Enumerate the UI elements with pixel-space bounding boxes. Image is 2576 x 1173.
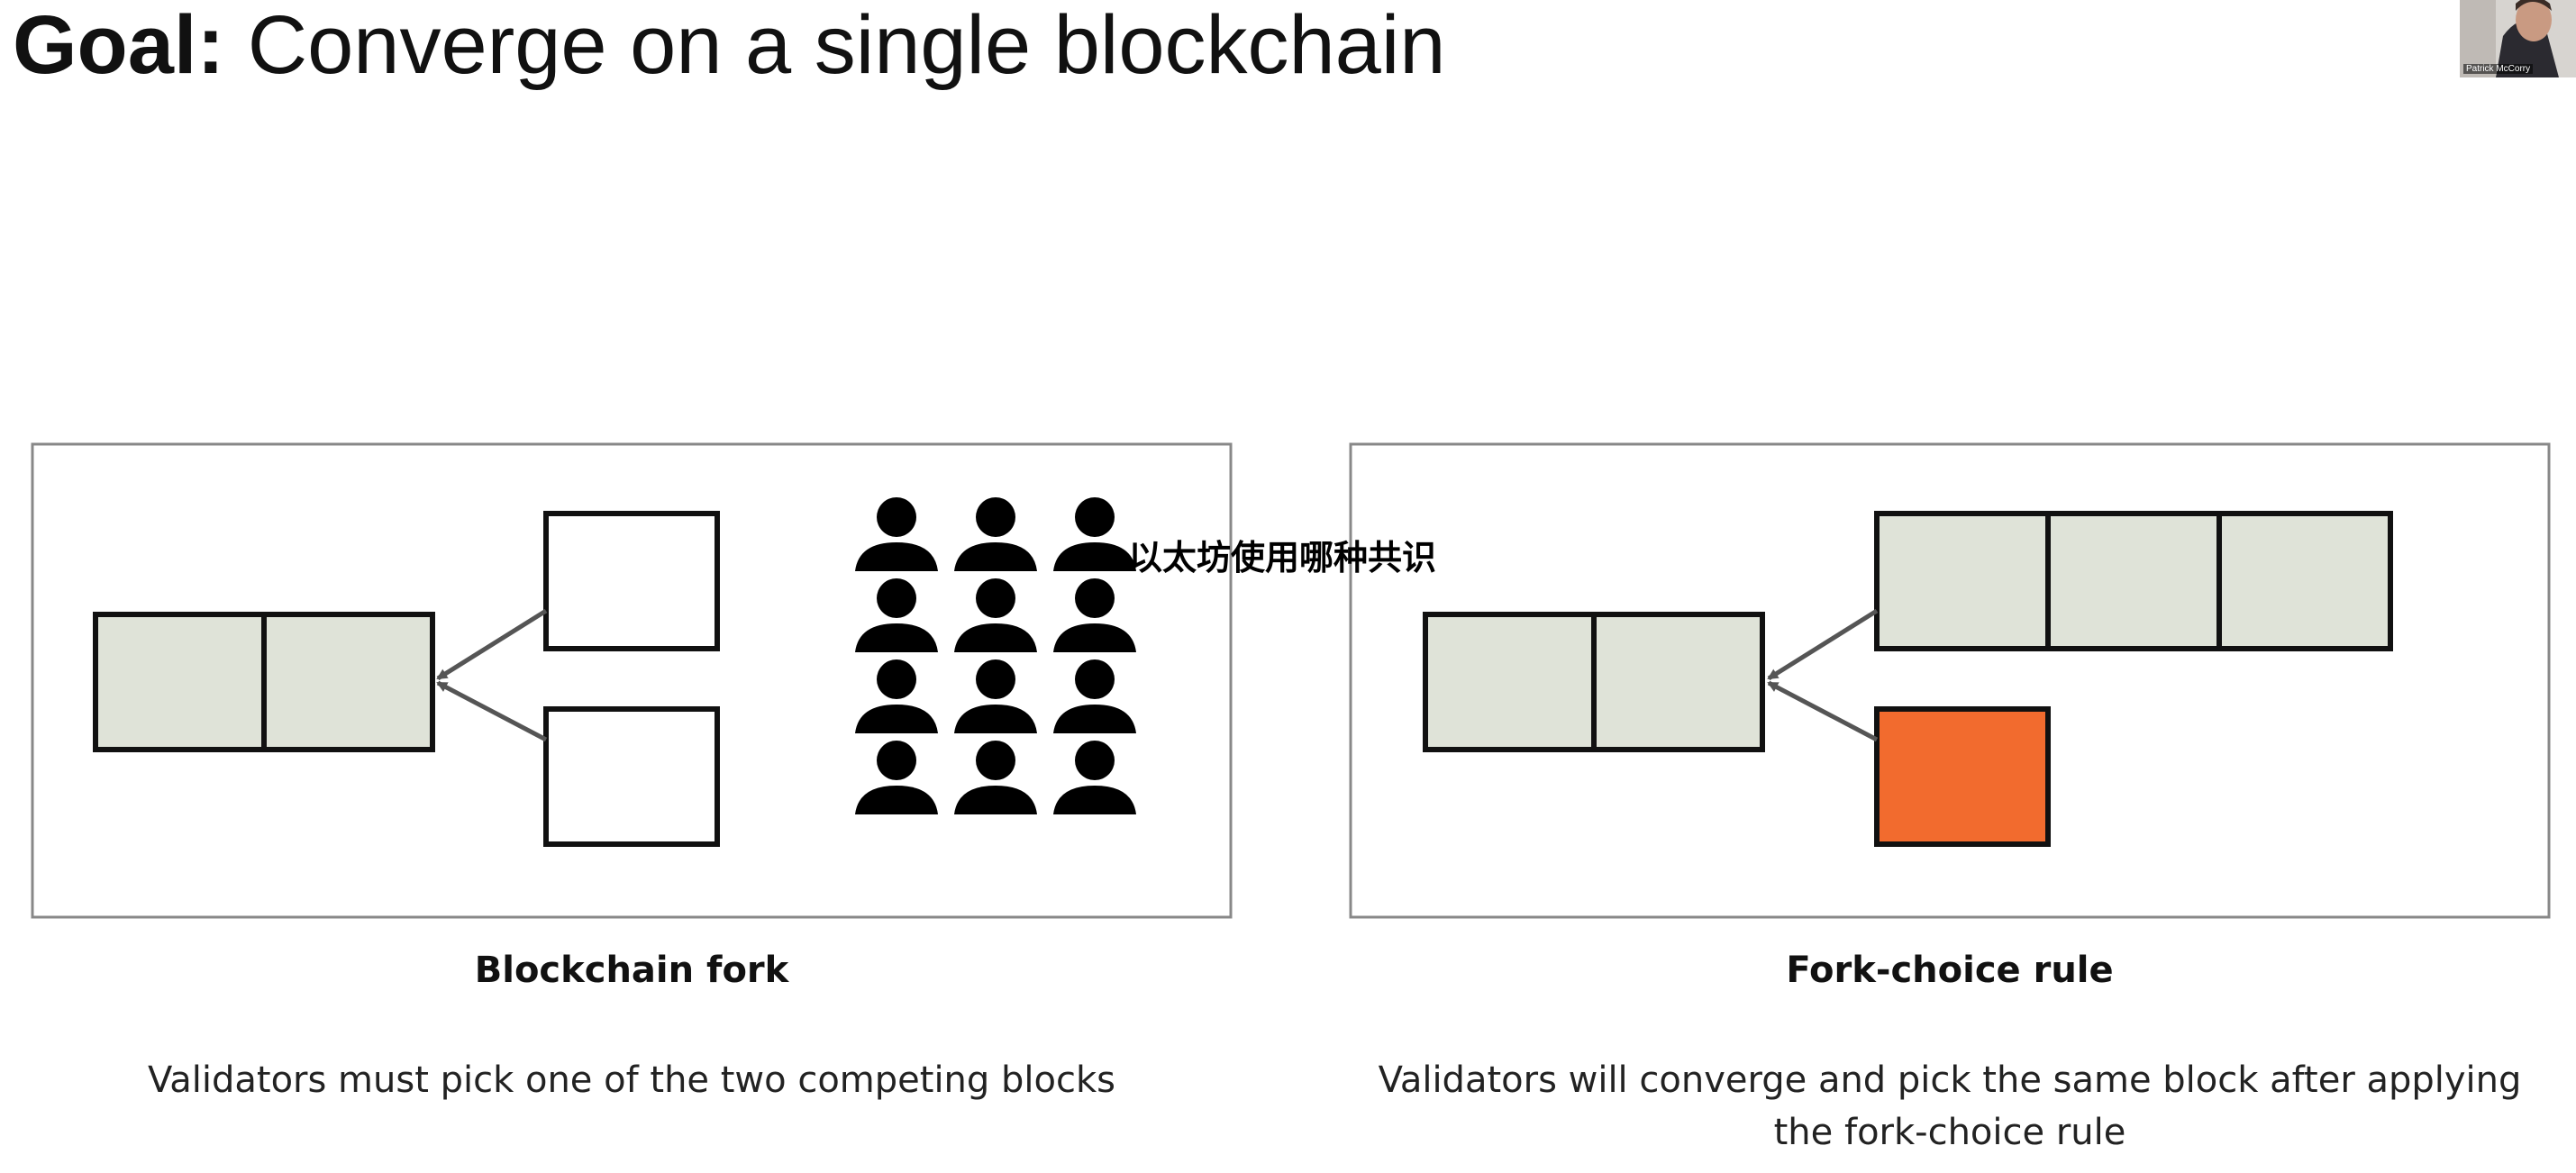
right-caption-text: Validators will converge and pick the sa… [1378,1059,2522,1153]
right-arrow-bottom [1767,680,1879,742]
left-competing-block-bottom [543,706,720,847]
left-caption-text: Validators must pick one of the two comp… [147,1059,1115,1101]
left-chain-block-2 [261,612,435,752]
right-arrow-top [1767,608,1879,681]
left-competing-block-top [543,511,720,651]
left-arrow-bottom [436,680,548,742]
slide-title-text: Converge on a single blockchain [247,0,1446,91]
left-chain-block-1 [93,612,267,752]
right-winning-block-2 [2045,511,2222,651]
right-chain-block-2 [1591,612,1765,752]
presenter-name-label: Patrick McCorry [2463,64,2534,74]
slide-title: Goal: Converge on a single blockchain [13,0,1445,90]
left-caption-title: Blockchain fork [474,950,789,991]
right-orphan-block [1874,706,2051,847]
watermark-text: 以太坊使用哪种共识 [1128,538,1437,577]
right-chain-block-1 [1423,612,1597,752]
right-winning-block-3 [2216,511,2393,651]
left-arrow-top [436,608,548,681]
slide-title-bold: Goal: [13,0,225,91]
right-winning-block-1 [1874,511,2051,651]
right-caption-title: Fork-choice rule [1786,950,2114,991]
presenter-webcam: Patrick McCorry [2460,0,2576,77]
